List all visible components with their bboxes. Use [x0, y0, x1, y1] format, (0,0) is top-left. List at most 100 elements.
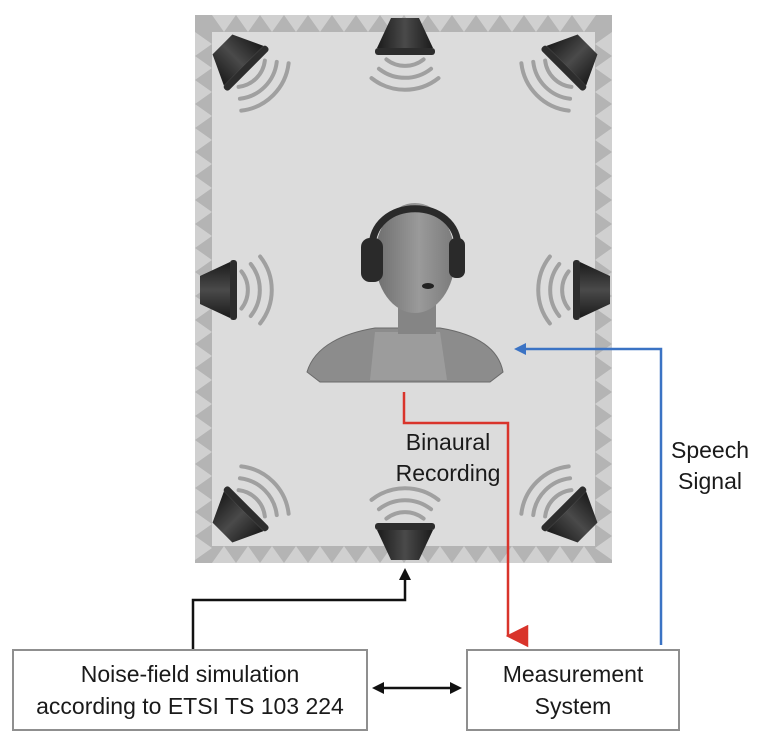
speaker-rim	[223, 486, 269, 532]
absorber-wedge	[195, 176, 212, 200]
absorber-wedge	[260, 15, 284, 32]
speaker-cone	[546, 491, 598, 543]
noise-simulation-arrowhead	[399, 568, 411, 580]
loudspeaker-icon	[200, 254, 274, 326]
sound-wave-arc	[543, 58, 574, 89]
sound-wave-arc	[384, 57, 426, 68]
absorber-wedge	[195, 248, 212, 272]
loudspeaker-icon	[212, 464, 291, 543]
speaker-cone	[580, 262, 610, 318]
sound-wave-arc	[376, 66, 434, 80]
speaker-cone	[212, 34, 264, 86]
absorber-wedge	[595, 248, 612, 272]
absorber-wedge	[595, 104, 612, 128]
absorber-wedge	[308, 546, 332, 563]
absorber-wedge	[236, 546, 260, 563]
absorber-wedge	[500, 546, 524, 563]
absorber-wedge	[595, 224, 612, 248]
speaker-rim	[375, 48, 435, 55]
sound-wave-arc	[543, 488, 574, 519]
speaker-cone	[212, 491, 264, 543]
sound-wave-arc	[531, 59, 573, 101]
absorber-wedge	[195, 32, 212, 56]
loudspeaker-icon	[519, 34, 598, 113]
speaker-cone	[377, 18, 433, 48]
sound-wave-arc	[237, 59, 279, 101]
speaker-cone	[200, 262, 230, 318]
absorber-wedge	[500, 15, 524, 32]
absorber-wedge	[195, 464, 212, 488]
head-and-torso-simulator-icon	[306, 203, 504, 383]
absorber-wedge	[195, 536, 212, 560]
loudspeaker-icon	[212, 34, 291, 113]
speaker-rim	[375, 523, 435, 530]
absorber-wedge	[476, 546, 500, 563]
sound-wave-icon	[369, 57, 441, 92]
absorber-wedge	[595, 392, 612, 416]
sound-wave-arc	[369, 76, 441, 92]
absorber-wedge	[195, 512, 212, 536]
absorber-wedge	[595, 176, 612, 200]
sound-wave-icon	[519, 464, 574, 519]
absorber-wedge	[524, 546, 548, 563]
sound-wave-icon	[369, 486, 441, 521]
absorber-wedge	[595, 512, 612, 536]
absorber-wedge	[428, 546, 452, 563]
loudspeaker-icon	[369, 486, 441, 560]
torso-front	[370, 332, 447, 380]
absorber-wedge	[595, 320, 612, 344]
speech-signal-label: Speech Signal	[670, 437, 749, 494]
connections	[191, 343, 663, 694]
bidirectional-link-right-head	[450, 682, 462, 694]
bidirectional-link-left-head	[372, 682, 384, 694]
sound-wave-arc	[369, 486, 441, 502]
absorber-wedge	[452, 546, 476, 563]
absorber-wedge	[332, 546, 356, 563]
sound-wave-arc	[258, 254, 274, 326]
absorber-wedge	[595, 200, 612, 224]
absorber-wedge	[195, 152, 212, 176]
sound-wave-arc	[548, 261, 562, 319]
absorber-wedge	[524, 15, 548, 32]
absorber-wedge	[284, 546, 308, 563]
absorber-wedge	[595, 488, 612, 512]
room-wall-absorbers	[195, 15, 612, 563]
sound-wave-arc	[237, 476, 279, 518]
absorber-wedge	[595, 32, 612, 56]
speaker-rim	[573, 260, 580, 320]
absorber-wedge	[595, 152, 612, 176]
absorber-wedge	[572, 15, 596, 32]
absorber-wedge	[195, 200, 212, 224]
absorber-wedge	[195, 296, 212, 320]
absorber-wedge	[572, 546, 596, 563]
absorber-wedge	[195, 368, 212, 392]
absorber-wedge	[195, 80, 212, 104]
absorber-wedge	[548, 546, 572, 563]
sound-wave-icon	[519, 58, 574, 113]
absorber-wedge	[356, 546, 380, 563]
absorber-wedge	[195, 128, 212, 152]
sound-wave-arc	[536, 254, 552, 326]
absorber-wedge	[236, 15, 260, 32]
sound-wave-arc	[519, 464, 571, 516]
sound-wave-icon	[536, 254, 571, 326]
sound-wave-arc	[248, 261, 262, 319]
sound-wave-arc	[560, 269, 571, 311]
mouth	[422, 283, 434, 289]
sound-wave-arc	[239, 464, 291, 516]
absorber-wedge	[595, 464, 612, 488]
absorber-wedge	[428, 15, 452, 32]
absorber-wedge	[260, 546, 284, 563]
listening-room	[195, 15, 612, 563]
loudspeaker-icon	[536, 254, 610, 326]
sound-wave-arc	[376, 498, 434, 512]
absorber-wedge	[195, 440, 212, 464]
absorber-wedge	[595, 536, 612, 560]
noise-field-simulation-box: Noise-field simulation according to ETSI…	[12, 649, 368, 731]
absorber-wedge	[595, 368, 612, 392]
speaker-rim	[541, 45, 587, 91]
absorber-wedge	[212, 546, 236, 563]
absorber-wedge	[195, 392, 212, 416]
loudspeaker-icon	[369, 18, 441, 92]
